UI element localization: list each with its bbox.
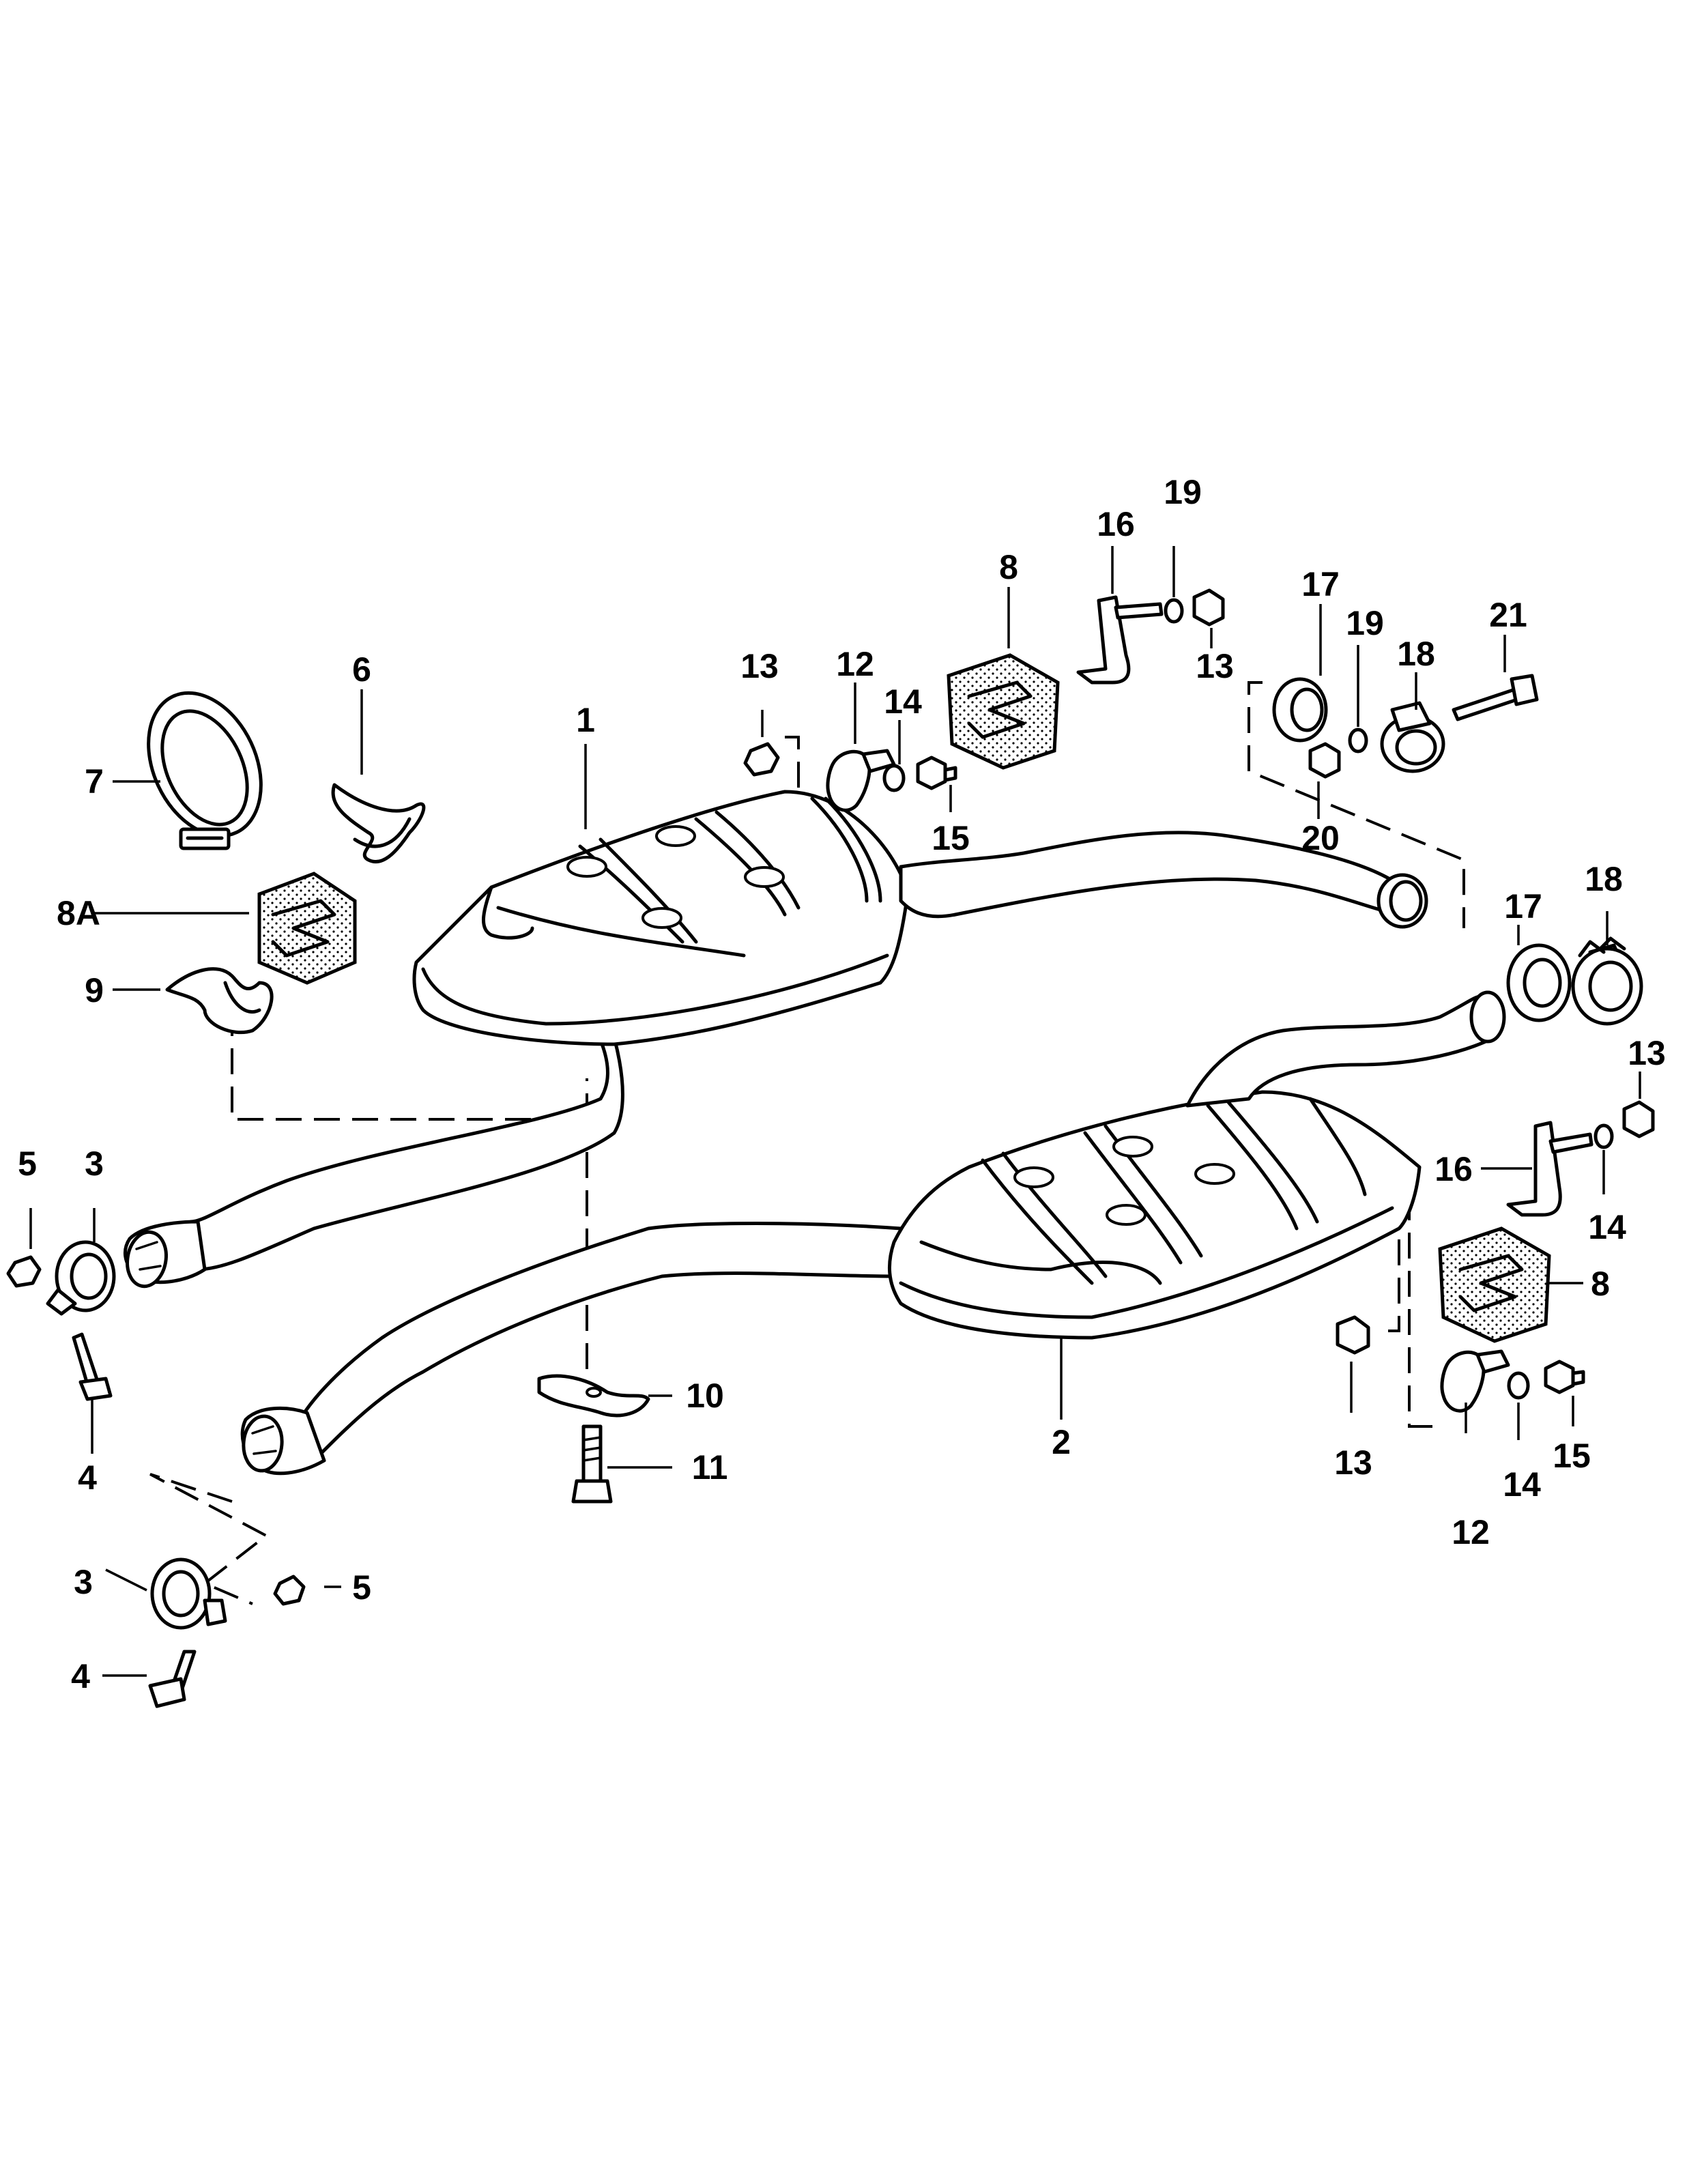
rubber-mount-part-8-top bbox=[947, 653, 1060, 770]
lower-muffler-part-2 bbox=[240, 990, 1506, 1476]
callout-8: 8 bbox=[999, 548, 1018, 586]
callout-20: 20 bbox=[1301, 819, 1340, 857]
clamp-ring-part-7 bbox=[147, 691, 263, 850]
clamp-assembly-upper-left bbox=[6, 1240, 116, 1401]
callout-17: 17 bbox=[1301, 565, 1340, 603]
callout-2: 2 bbox=[1052, 1423, 1071, 1461]
clamp-hardware-right bbox=[1506, 936, 1643, 1026]
callout-13: 13 bbox=[740, 647, 779, 685]
callout-13: 13 bbox=[1628, 1034, 1666, 1072]
hanger-hardware-top-center bbox=[743, 742, 957, 812]
callout-8A: 8A bbox=[57, 894, 100, 932]
rubber-mount-part-8A bbox=[257, 872, 357, 985]
callout-4: 4 bbox=[71, 1657, 90, 1695]
clamp-hardware-top-right bbox=[1272, 674, 1539, 779]
callout-17: 17 bbox=[1504, 887, 1542, 925]
callout-5: 5 bbox=[18, 1145, 37, 1183]
callout-labels: 1 2 3 3 4 4 5 5 6 7 8 8 8A 9 10 11 12 12… bbox=[18, 473, 1666, 1695]
upper-muffler-part-1 bbox=[123, 790, 1428, 1289]
callout-16: 16 bbox=[1434, 1150, 1473, 1188]
callout-14: 14 bbox=[884, 682, 922, 721]
callout-16: 16 bbox=[1097, 505, 1135, 543]
callout-14: 14 bbox=[1588, 1208, 1626, 1246]
callout-13: 13 bbox=[1334, 1443, 1372, 1482]
callout-14: 14 bbox=[1503, 1465, 1541, 1504]
nut-part-13-bottom bbox=[1336, 1315, 1370, 1355]
callout-18: 18 bbox=[1397, 635, 1435, 673]
bracket-and-bolt-part-10-11 bbox=[537, 1374, 650, 1504]
assembly-dashed-lines bbox=[149, 681, 1465, 1605]
callout-11: 11 bbox=[692, 1448, 728, 1486]
callout-19: 19 bbox=[1346, 604, 1384, 642]
hanger-bracket-part-16-top bbox=[1076, 588, 1225, 685]
callout-19: 19 bbox=[1164, 473, 1202, 511]
callout-18: 18 bbox=[1585, 860, 1623, 898]
callout-15: 15 bbox=[1553, 1437, 1591, 1475]
callout-10: 10 bbox=[686, 1377, 724, 1415]
callout-3: 3 bbox=[74, 1563, 93, 1601]
rubber-mount-part-8-right bbox=[1438, 1226, 1551, 1343]
callout-7: 7 bbox=[85, 762, 104, 801]
bracket-part-9 bbox=[165, 967, 274, 1035]
callout-12: 12 bbox=[836, 645, 874, 683]
callout-8: 8 bbox=[1591, 1265, 1610, 1303]
callout-1: 1 bbox=[576, 701, 595, 739]
callout-3: 3 bbox=[85, 1145, 104, 1183]
callout-13: 13 bbox=[1196, 647, 1234, 685]
leader-lines bbox=[29, 546, 1641, 1677]
hanger-bracket-part-16-right bbox=[1506, 1100, 1655, 1217]
callout-15: 15 bbox=[932, 819, 970, 857]
callout-6: 6 bbox=[352, 650, 371, 689]
callout-9: 9 bbox=[85, 971, 104, 1009]
callout-21: 21 bbox=[1489, 596, 1527, 634]
callout-4: 4 bbox=[78, 1459, 97, 1497]
callout-12: 12 bbox=[1452, 1513, 1490, 1551]
bracket-part-6 bbox=[331, 783, 426, 864]
clamp-assembly-lower-left bbox=[148, 1557, 306, 1708]
hanger-hardware-bottom-right bbox=[1440, 1349, 1585, 1413]
callout-5: 5 bbox=[352, 1568, 371, 1607]
